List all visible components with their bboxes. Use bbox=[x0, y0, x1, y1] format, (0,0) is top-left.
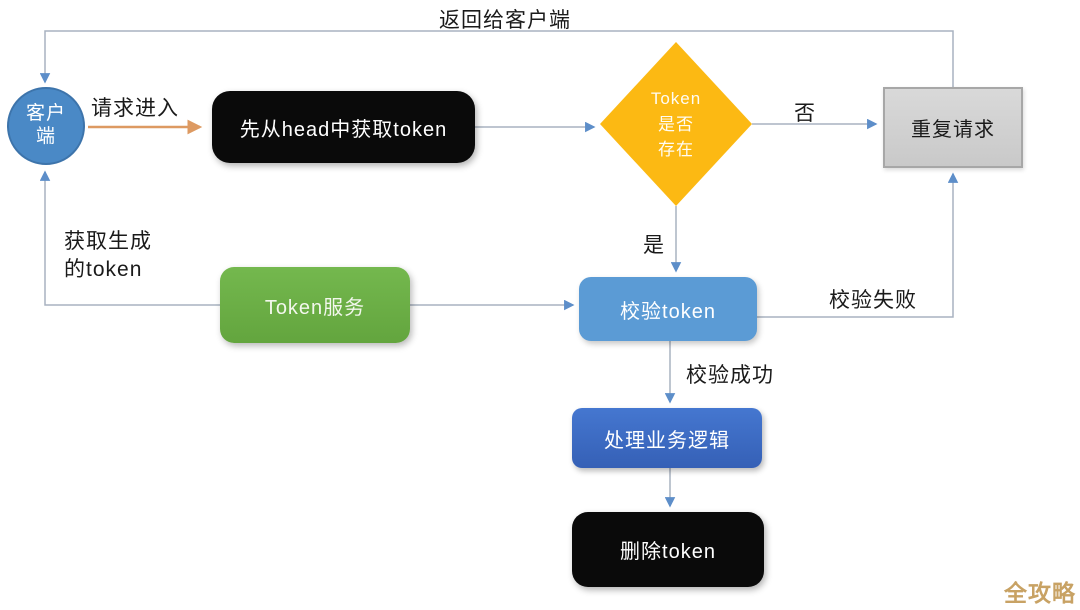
label-validate-fail: 校验失败 bbox=[829, 289, 917, 312]
node-client: 客户 端 bbox=[7, 87, 85, 165]
validate-token-label: 校验token bbox=[620, 300, 716, 323]
label-no: 否 bbox=[794, 102, 816, 125]
delete-token-label: 删除token bbox=[620, 541, 716, 563]
edge-fetch-generated-token bbox=[39, 170, 230, 306]
label-fetch-generated-token: 获取生成 的token bbox=[64, 230, 152, 282]
token-service-label: Token服务 bbox=[264, 296, 366, 319]
node-get-token-from-head: 先从head中获取token bbox=[212, 91, 475, 163]
label-validate-success: 校验成功 bbox=[686, 364, 774, 387]
get-token-label: 先从head中获取token bbox=[239, 118, 448, 141]
node-repeat-request: 重复请求 bbox=[883, 87, 1023, 168]
label-return-to-client: 返回给客户端 bbox=[439, 9, 571, 32]
edge-return-to-client bbox=[39, 30, 954, 88]
repeat-request-label: 重复请求 bbox=[911, 119, 995, 141]
business-logic-label: 处理业务逻辑 bbox=[604, 429, 730, 452]
node-validate-token: 校验token bbox=[579, 277, 757, 341]
watermark: 全攻略 bbox=[1004, 580, 1076, 606]
node-handle-business-logic: 处理业务逻辑 bbox=[572, 408, 762, 468]
edge-validate-fail bbox=[757, 172, 959, 318]
node-token-service: Token服务 bbox=[220, 267, 410, 343]
token-exists-label: Token 是否 存在 bbox=[650, 89, 702, 159]
node-delete-token: 删除token bbox=[572, 512, 764, 587]
token-exists-diamond bbox=[600, 42, 752, 206]
client-label: 客户 端 bbox=[25, 103, 66, 147]
label-yes: 是 bbox=[643, 234, 665, 257]
label-request-enter: 请求进入 bbox=[91, 97, 179, 120]
